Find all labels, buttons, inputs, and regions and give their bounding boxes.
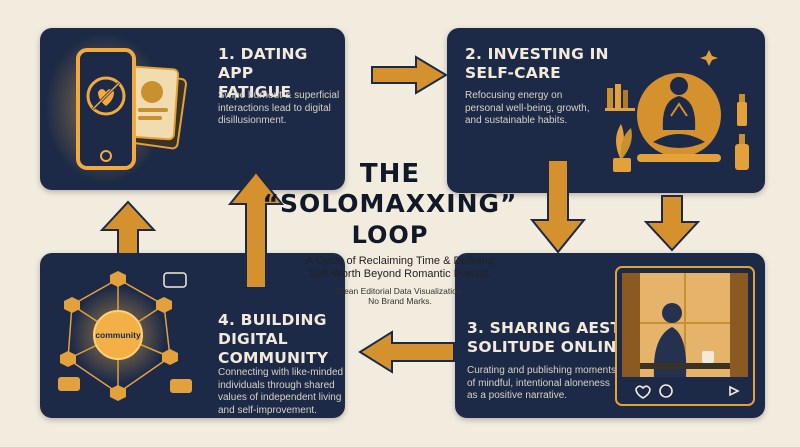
step-4-title: 4. Building Digital Community [218, 311, 329, 367]
arrow-step4-up [227, 170, 285, 289]
step-1-description: Swipe burnout & superficial interactions… [218, 90, 340, 126]
arrow-step4-to-step1 [99, 200, 157, 255]
network-icon: community [58, 271, 192, 401]
meditating-person-icon [605, 50, 749, 172]
social-post-icon [615, 266, 755, 406]
diagram-subtitle: A Cycle of Reclaiming Time & Defining Se… [306, 255, 494, 280]
arrow-step2-to-step3 [643, 195, 701, 252]
step-2-title: 2. Investing in Self-Care [465, 45, 609, 82]
diagram-title-line1: The [359, 159, 421, 189]
step-2-description: Refocusing energy on personal well-being… [465, 90, 590, 126]
arrow-step1-to-step2 [371, 55, 448, 95]
step-1-title: 1. Dating App Fatigue [218, 45, 308, 101]
step-4-card: community 4. Building Digital Community … [40, 253, 345, 418]
step-3-card: 3. Sharing Aesthetic Solitude Online Cur… [455, 253, 765, 418]
step-3-description: Curating and publishing moments of mindf… [467, 365, 616, 401]
arrow-step2-down [529, 159, 587, 254]
network-hub-label: community [95, 330, 141, 340]
arrow-step3-to-step4 [358, 330, 455, 374]
step-2-card: 2. Investing in Self-Care Refocusing ene… [447, 28, 765, 193]
step-4-description: Connecting with like-minded individuals … [218, 367, 344, 416]
phone-with-broken-heart-icon [45, 33, 187, 183]
diagram-title-line3: Loop [351, 221, 429, 249]
diagram-title-line2: “Solomaxxing” [262, 189, 518, 218]
diagram-note: Clean Editorial Data Visualization. No B… [336, 286, 464, 306]
step-1-card: 1. Dating App Fatigue Swipe burnout & su… [40, 28, 345, 190]
